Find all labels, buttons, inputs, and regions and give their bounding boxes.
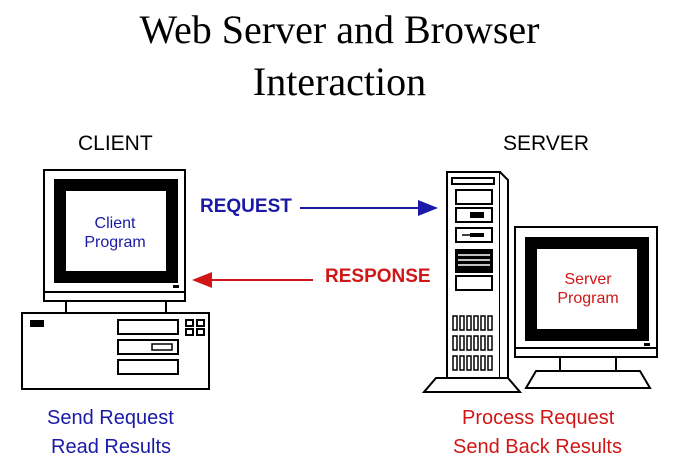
client-action-line-1: Send Request [47,407,174,429]
server-program-label: Server Program [543,270,633,308]
client-program-line-1: Client [94,215,136,232]
server-heading: SERVER [503,132,589,155]
server-monitor-icon [514,226,658,389]
client-computer-icon [21,169,210,390]
client-program-label: Client Program [70,214,160,252]
server-program-line-1: Server [564,271,612,288]
server-action-line-1: Process Request [462,407,615,429]
title-line-2: Interaction [252,59,427,104]
client-heading: CLIENT [78,132,153,155]
request-label: REQUEST [200,196,292,217]
client-action-line-2: Read Results [51,436,172,458]
server-program-line-2: Program [557,290,619,307]
response-label: RESPONSE [325,266,431,287]
server-action-line-2: Send Back Results [453,436,622,458]
title-line-1: Web Server and Browser [139,7,540,52]
server-tower-icon [421,171,523,393]
client-program-line-2: Program [84,234,146,251]
